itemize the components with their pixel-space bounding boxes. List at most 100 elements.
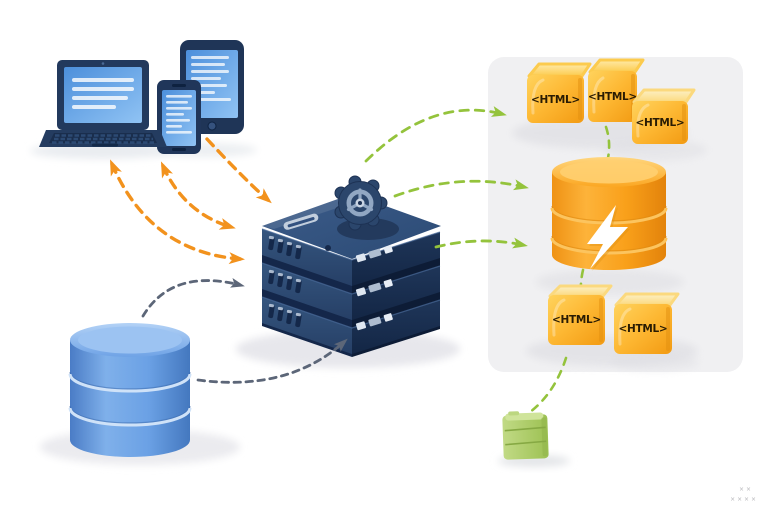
source-db-band-shadow bbox=[69, 405, 191, 424]
cache-db-band-shadow bbox=[551, 235, 667, 252]
cube-top-face bbox=[614, 292, 680, 307]
html-cube: <HTML> bbox=[614, 292, 680, 354]
cube-top-face bbox=[632, 88, 696, 104]
cube-front-face bbox=[588, 71, 637, 122]
html-cube: <HTML> bbox=[632, 88, 696, 144]
laptop-keys bbox=[52, 134, 155, 144]
cube-front-face bbox=[527, 75, 584, 123]
generation-arrows bbox=[364, 106, 529, 249]
build-block-lines bbox=[504, 426, 547, 446]
source-db-band bbox=[68, 407, 192, 427]
cube-gloss bbox=[618, 307, 632, 346]
html-cube-group-top: <HTML> <HTML> <HTML> bbox=[527, 58, 696, 144]
source-db-band bbox=[68, 373, 192, 393]
tier-left-face bbox=[262, 263, 352, 320]
bottom-cubes-shadow-2 bbox=[611, 353, 699, 371]
html-cube-label: <HTML> bbox=[552, 314, 601, 326]
arrow-database-server-upper bbox=[141, 277, 245, 318]
arrow-server-cachedb-lower bbox=[434, 237, 528, 249]
gear-hub-hole bbox=[358, 201, 362, 205]
lights-tier-1 bbox=[355, 245, 393, 263]
vents-tier-2 bbox=[268, 271, 302, 294]
server-top-slot bbox=[283, 213, 319, 230]
html-cube-group-bottom: <HTML> <HTML> bbox=[548, 284, 680, 354]
arrow-database-server-lower bbox=[196, 338, 348, 384]
tablet-screen-lines bbox=[191, 56, 231, 101]
tablet-home-button bbox=[207, 121, 217, 131]
power-dot bbox=[325, 245, 331, 251]
client-devices bbox=[39, 40, 244, 154]
connector-pages-to-build-block bbox=[521, 356, 568, 419]
html-cube: <HTML> bbox=[527, 62, 592, 123]
html-cube: <HTML> bbox=[548, 284, 613, 345]
watermark-row: × × bbox=[739, 486, 751, 493]
arrow-laptop-server bbox=[110, 159, 245, 265]
cube-top-face bbox=[548, 284, 613, 298]
tier-top-edge bbox=[261, 296, 441, 329]
panel-connectors bbox=[521, 125, 611, 419]
cube-gloss bbox=[636, 103, 650, 138]
lights-tier-2 bbox=[355, 279, 393, 297]
tier-right-face bbox=[352, 232, 440, 286]
cube-edge bbox=[682, 104, 686, 141]
phone-speaker bbox=[172, 84, 186, 87]
server-top-sheen bbox=[262, 194, 352, 229]
request-arrows bbox=[110, 137, 272, 265]
phone-screen-lines bbox=[166, 95, 192, 134]
arrow-tablet-server bbox=[205, 137, 272, 204]
laptop-touchpad bbox=[92, 143, 118, 147]
connector-cachedb-to-pages bbox=[579, 268, 585, 298]
phone-screen bbox=[162, 90, 196, 146]
html-cube-label: <HTML> bbox=[531, 94, 580, 106]
lights-tier-3 bbox=[355, 313, 393, 331]
cube-top-face bbox=[527, 62, 592, 78]
tier-top-edge bbox=[261, 228, 441, 261]
tier-right-face bbox=[352, 266, 440, 320]
vents-tier-1 bbox=[268, 237, 302, 260]
server-indicator-lights bbox=[325, 245, 393, 331]
arrow-phone-server bbox=[160, 161, 236, 230]
source-db-band-shadow bbox=[69, 371, 191, 390]
cache-db-band bbox=[550, 237, 668, 255]
tier-right-face bbox=[352, 300, 440, 354]
lightning-bolt-icon bbox=[587, 205, 628, 269]
smartphone-icon bbox=[157, 80, 201, 154]
laptop-screen-lines bbox=[72, 78, 134, 109]
html-cube: <HTML> bbox=[588, 58, 645, 122]
top-cubes-shadow-2 bbox=[603, 139, 707, 161]
panel-shadows bbox=[512, 117, 707, 371]
build-block bbox=[502, 411, 549, 460]
cube-gloss bbox=[531, 78, 545, 115]
source-db-body bbox=[70, 340, 190, 457]
arrow-server-cachedb-upper bbox=[393, 179, 529, 198]
cube-front-face bbox=[614, 304, 672, 354]
server-vent-caps bbox=[268, 235, 301, 317]
cube-edge bbox=[578, 78, 582, 120]
tier-left-face bbox=[262, 229, 352, 286]
slot-inner bbox=[287, 217, 315, 228]
database-arrows bbox=[141, 277, 348, 384]
connector-pages-to-cachedb bbox=[604, 125, 611, 160]
tier-top-edge bbox=[261, 262, 441, 295]
gear-icon bbox=[334, 175, 388, 231]
laptop-icon bbox=[39, 60, 167, 147]
laptop-screen bbox=[64, 67, 142, 123]
arrow-server-htmlpages bbox=[364, 106, 507, 163]
build-block-body bbox=[502, 414, 549, 460]
vents-tier-3 bbox=[268, 305, 302, 328]
watermark: × × × × × × bbox=[730, 486, 756, 503]
html-cube-label: <HTML> bbox=[588, 91, 637, 103]
cube-front-face bbox=[548, 295, 605, 345]
cube-top-face bbox=[588, 58, 645, 74]
tier-left-face bbox=[262, 297, 352, 354]
source-database bbox=[68, 323, 192, 457]
source-db-top-inner bbox=[78, 326, 182, 354]
build-block-tab bbox=[508, 411, 520, 416]
watermark-row: × × × × bbox=[730, 496, 756, 503]
cube-front-face bbox=[632, 101, 688, 144]
server-tiers bbox=[261, 228, 441, 354]
html-cube-label: <HTML> bbox=[619, 323, 668, 335]
cube-edge bbox=[666, 307, 670, 351]
